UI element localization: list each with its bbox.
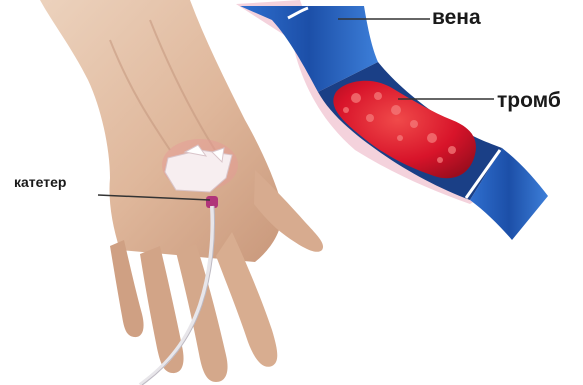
hand-illustration: [40, 0, 323, 382]
vein-label: вена: [432, 7, 481, 28]
clot-label: тромб: [497, 90, 561, 111]
forearm-and-palm: [40, 0, 282, 262]
finger-ring: [140, 246, 184, 373]
finger-little: [110, 240, 144, 337]
catheter-label: катетер: [14, 175, 66, 189]
